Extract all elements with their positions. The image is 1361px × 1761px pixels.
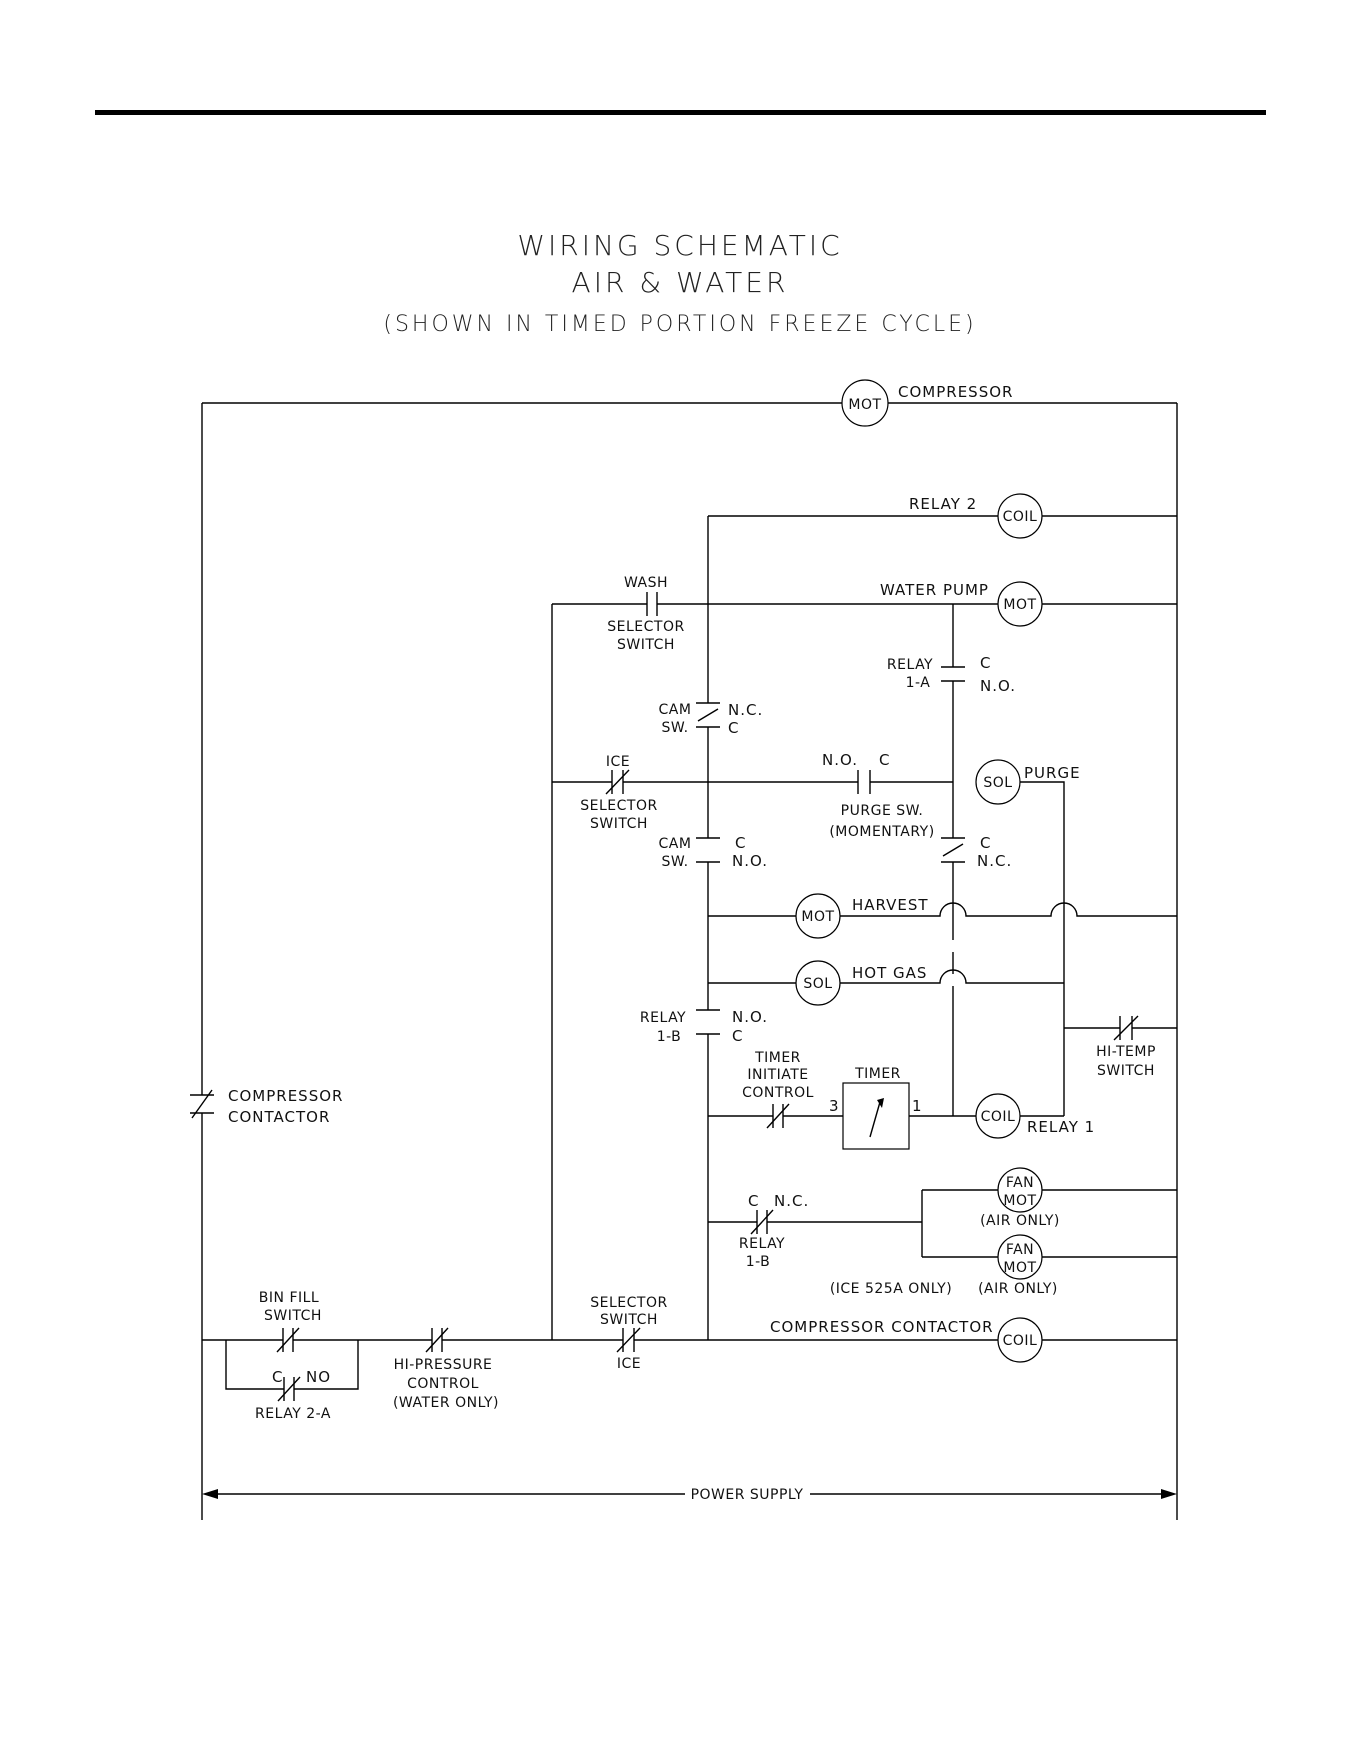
fan-2-text-2: MOT — [1003, 1260, 1036, 1276]
relay-1b-fan-nc: N.C. — [774, 1192, 809, 1210]
hi-pressure-label-3: (WATER ONLY) — [393, 1395, 499, 1411]
relay-2-coil-icon — [997, 493, 1043, 539]
ice-525a-only-label: (ICE 525A ONLY) — [830, 1281, 952, 1297]
bin-fill-label-2: SWITCH — [264, 1308, 322, 1324]
power-arrow-left-icon — [202, 1489, 218, 1499]
timer-initiate-label-1: TIMER — [754, 1050, 801, 1066]
water-pump-motor-icon — [997, 581, 1043, 627]
timer-initiate-label-2: INITIATE — [747, 1067, 808, 1083]
wash-selector-label-2: SWITCH — [617, 637, 675, 653]
timer-initiate-label-3: CONTROL — [742, 1085, 814, 1101]
relay-1a-c: C — [980, 654, 991, 672]
hot-gas-sol-text: SOL — [803, 976, 832, 992]
cam-sw-top-label-1: CAM — [659, 702, 692, 718]
ice-selector-label-1: SELECTOR — [580, 798, 657, 814]
hi-temp-label-2: SWITCH — [1097, 1063, 1155, 1079]
compressor-contactor-coil-text: COIL — [1003, 1333, 1038, 1349]
compressor-mot-text: MOT — [848, 397, 881, 413]
header-rule — [95, 110, 1266, 115]
timer-pin-1: 1 — [912, 1097, 923, 1115]
component-circles — [795, 379, 1043, 1363]
relay-nc-nc: N.C. — [977, 852, 1012, 870]
relay-1a-label-1: RELAY — [887, 657, 933, 673]
power-supply-label: POWER SUPPLY — [691, 1487, 804, 1503]
title-line-1: WIRING SCHEMATIC — [517, 229, 842, 262]
cam-sw-top-nc: N.C. — [728, 701, 763, 719]
bin-fill-label-1: BIN FILL — [259, 1290, 319, 1306]
compressor-contactor-label-2: CONTACTOR — [228, 1108, 330, 1126]
cam-sw-bottom-c: C — [735, 834, 746, 852]
compressor-contactor-coil-icon — [997, 1317, 1043, 1363]
fan-motor-1-icon — [997, 1167, 1043, 1213]
timer-label: TIMER — [854, 1066, 901, 1082]
harvest-mot-text: MOT — [801, 909, 834, 925]
purge-sol-text: SOL — [983, 775, 1012, 791]
relay-2-label: RELAY 2 — [909, 495, 977, 513]
air-only-label-1: (AIR ONLY) — [980, 1213, 1060, 1229]
timer-arrow-icon — [877, 1098, 884, 1108]
relay-1b-fan-c: C — [748, 1192, 759, 1210]
ice-selector-ice: ICE — [606, 754, 630, 770]
air-only-label-2: (AIR ONLY) — [978, 1281, 1058, 1297]
cam-sw-top-label-2: SW. — [661, 720, 688, 736]
cam-sw-bottom-label-1: CAM — [659, 836, 692, 852]
fan-2-text-1: FAN — [1006, 1242, 1034, 1258]
compressor-contactor-label-1: COMPRESSOR — [228, 1087, 343, 1105]
fan-1-text-2: MOT — [1003, 1193, 1036, 1209]
hot-gas-solenoid-icon — [795, 960, 841, 1006]
relay-1b-label-1: RELAY — [640, 1010, 686, 1026]
purge-sw-no: N.O. — [822, 751, 858, 769]
relay-1-coil-icon — [975, 1093, 1021, 1139]
relay-2-coil-text: COIL — [1003, 509, 1038, 525]
compressor-label: COMPRESSOR — [898, 383, 1013, 401]
water-pump-label: WATER PUMP — [880, 581, 989, 599]
purge-label: PURGE — [1024, 764, 1081, 782]
ice-selector-label-2: SWITCH — [590, 816, 648, 832]
relay-2a-no: NO — [306, 1368, 331, 1386]
bottom-selector-label-2: SWITCH — [600, 1312, 658, 1328]
title-line-2: AIR & WATER — [572, 266, 789, 299]
relay-1b-fan-label-2: 1-B — [746, 1254, 771, 1270]
compressor-contactor-row-label: COMPRESSOR CONTACTOR — [770, 1318, 994, 1336]
wash-label: WASH — [624, 575, 668, 591]
relay-2a-label: RELAY 2-A — [255, 1406, 331, 1422]
timer-dial-icon — [869, 1101, 881, 1138]
purge-sw-label-2: (MOMENTARY) — [829, 824, 934, 840]
hot-gas-label: HOT GAS — [852, 964, 927, 982]
wires — [201, 402, 1178, 1520]
relay-2a-c: C — [272, 1368, 283, 1386]
relay-1-coil-text: COIL — [981, 1109, 1016, 1125]
bottom-selector-label-1: SELECTOR — [590, 1295, 667, 1311]
contacts — [190, 592, 1139, 1402]
relay-1b-label-2: 1-B — [657, 1029, 682, 1045]
fan-motor-2-icon — [997, 1234, 1043, 1280]
cam-sw-top-c: C — [728, 719, 739, 737]
cam-sw-bottom-label-2: SW. — [661, 854, 688, 870]
relay-1b-fan-label-1: RELAY — [739, 1236, 785, 1252]
fan-1-text-1: FAN — [1006, 1175, 1034, 1191]
cam-sw-bottom-no: N.O. — [732, 852, 768, 870]
wash-selector-label-1: SELECTOR — [607, 619, 684, 635]
water-pump-mot-text: MOT — [1003, 597, 1036, 613]
relay-1a-label-2: 1-A — [906, 675, 931, 691]
relay-nc-c: C — [980, 834, 991, 852]
purge-sw-label-1: PURGE SW. — [841, 803, 924, 819]
harvest-motor-icon — [795, 893, 841, 939]
bottom-selector-ice: ICE — [617, 1356, 641, 1372]
harvest-label: HARVEST — [852, 896, 929, 914]
power-arrow-right-icon — [1161, 1489, 1177, 1499]
relay-1-label: RELAY 1 — [1027, 1118, 1095, 1136]
compressor-motor-icon — [841, 379, 889, 427]
relay-1b-c: C — [732, 1027, 743, 1045]
title-line-3: (SHOWN IN TIMED PORTION FREEZE CYCLE) — [383, 312, 976, 337]
hi-pressure-label-2: CONTROL — [407, 1376, 479, 1392]
timer-pin-3: 3 — [829, 1097, 840, 1115]
hi-temp-label-1: HI-TEMP — [1096, 1044, 1156, 1060]
relay-1b-no: N.O. — [732, 1008, 768, 1026]
purge-solenoid-icon — [975, 759, 1021, 805]
relay-1a-no: N.O. — [980, 677, 1016, 695]
purge-sw-c: C — [879, 751, 890, 769]
hi-pressure-label-1: HI-PRESSURE — [394, 1357, 493, 1373]
